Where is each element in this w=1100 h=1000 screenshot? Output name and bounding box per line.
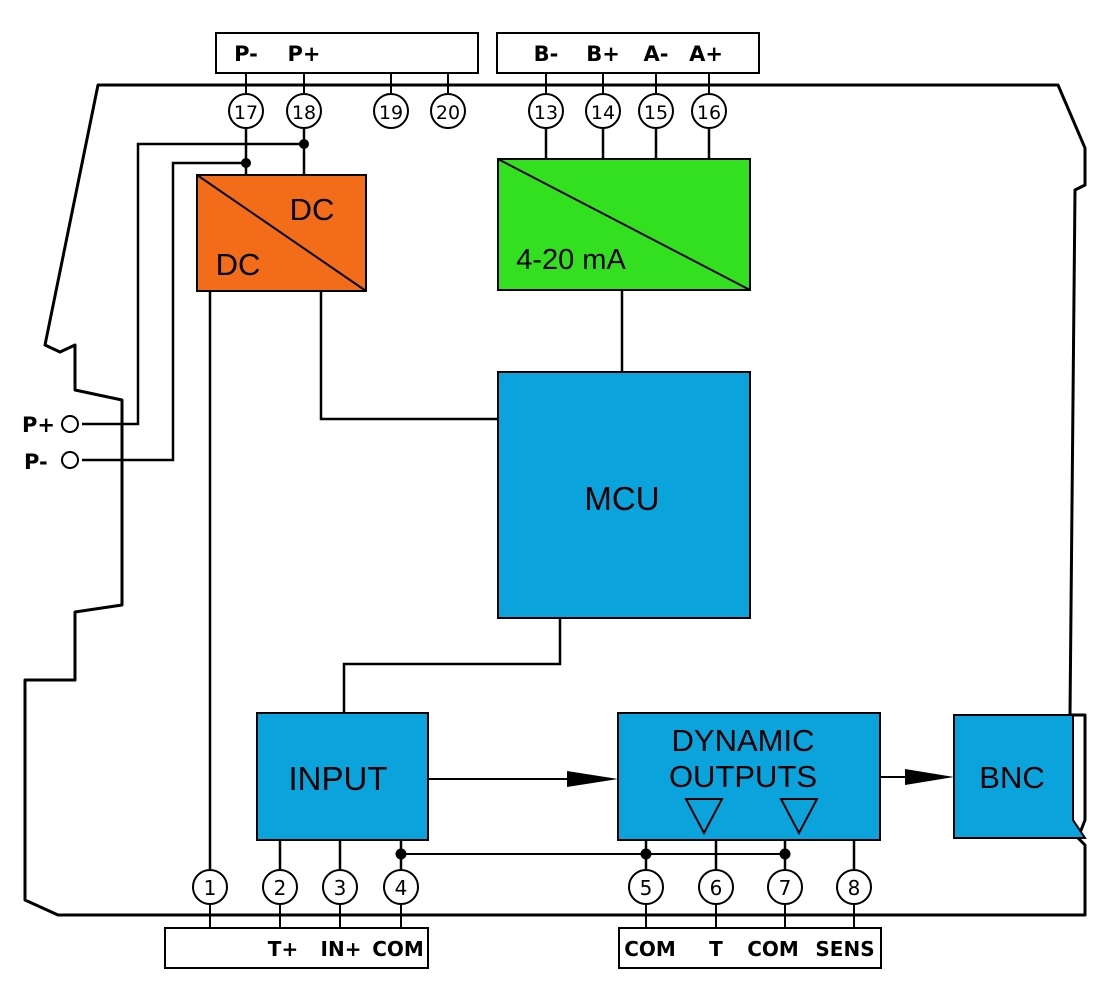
label-a-minus: A- xyxy=(644,42,669,66)
dynamic-outputs-block xyxy=(617,712,881,841)
side-p-plus-terminal xyxy=(61,415,79,433)
side-p-minus-terminal xyxy=(61,451,79,469)
terminal-4-label: 4 xyxy=(395,876,408,900)
terminal-19 xyxy=(373,93,409,129)
signal-arrows xyxy=(428,769,954,787)
top-terminals: 17 18 19 20 13 14 15 16 xyxy=(228,93,727,129)
terminal-19-label: 19 xyxy=(379,102,403,124)
output-triangle-1-icon xyxy=(684,798,724,836)
input-label: INPUT xyxy=(289,760,388,797)
label-b-plus: B+ xyxy=(586,42,620,66)
analog-output-label: 4-20 mA xyxy=(516,244,626,276)
terminal-14-label: 14 xyxy=(591,102,615,124)
top-terminal-strip-left xyxy=(215,32,479,74)
arrow-outputs-to-bnc-icon xyxy=(905,769,954,785)
top-terminal-strip-right xyxy=(496,32,760,74)
power-wires xyxy=(82,128,498,870)
side-p-plus-label: P+ xyxy=(22,413,55,437)
terminal-3-label: 3 xyxy=(334,876,347,900)
side-p-minus-label: P- xyxy=(24,450,48,474)
terminal-1-label: 1 xyxy=(204,876,217,900)
bottom-wires xyxy=(278,840,856,870)
label-p-minus-top: P- xyxy=(234,42,258,66)
mcu-label: MCU xyxy=(584,480,659,517)
label-b-minus: B- xyxy=(534,42,559,66)
label-com-5: COM xyxy=(624,937,676,961)
arrow-input-to-outputs-icon xyxy=(567,771,618,787)
terminal-20-label: 20 xyxy=(436,102,460,124)
mcu-input-wire xyxy=(342,618,562,713)
terminal-8-label: 8 xyxy=(848,876,861,900)
label-p-plus-top: P+ xyxy=(288,42,321,66)
bottom-terminals: 1 2 3 4 5 6 7 8 xyxy=(192,869,872,905)
dynamic-outputs-label-line2: OUTPUTS xyxy=(669,759,817,794)
bnc-block xyxy=(953,714,1087,839)
top-strip-stubs xyxy=(245,73,710,93)
terminal-5-label: 5 xyxy=(640,876,653,900)
bottom-terminal-strip-left xyxy=(164,927,429,969)
input-block xyxy=(256,712,429,841)
mcu-block xyxy=(497,371,751,619)
module-housing-outline xyxy=(23,83,1087,917)
terminal-6-label: 6 xyxy=(710,876,723,900)
analog-wires xyxy=(544,128,711,372)
bottom-strip-stubs xyxy=(209,904,855,928)
dynamic-outputs-label-line1: DYNAMIC xyxy=(672,723,815,758)
terminal-17-label: 17 xyxy=(234,102,258,124)
label-com-left: COM xyxy=(372,937,424,961)
label-com-7: COM xyxy=(747,937,799,961)
terminal-13-label: 13 xyxy=(534,102,558,124)
dcdc-label-bottom: DC xyxy=(216,247,261,282)
label-sens: SENS xyxy=(815,937,874,961)
bnc-label: BNC xyxy=(979,760,1044,795)
terminal-2-label: 2 xyxy=(274,876,287,900)
terminal-7-label: 7 xyxy=(779,876,792,900)
output-triangle-2-icon xyxy=(779,798,819,836)
label-t: T xyxy=(709,937,723,961)
label-a-plus: A+ xyxy=(689,42,723,66)
terminal-20 xyxy=(430,93,466,129)
terminal-16-label: 16 xyxy=(697,102,721,124)
terminal-15-label: 15 xyxy=(644,102,668,124)
bottom-terminal-strip-right xyxy=(618,927,882,969)
label-t-plus: T+ xyxy=(268,937,298,961)
label-in-plus: IN+ xyxy=(321,937,362,961)
terminal-18-label: 18 xyxy=(292,102,316,124)
dcdc-label-top: DC xyxy=(290,192,335,227)
